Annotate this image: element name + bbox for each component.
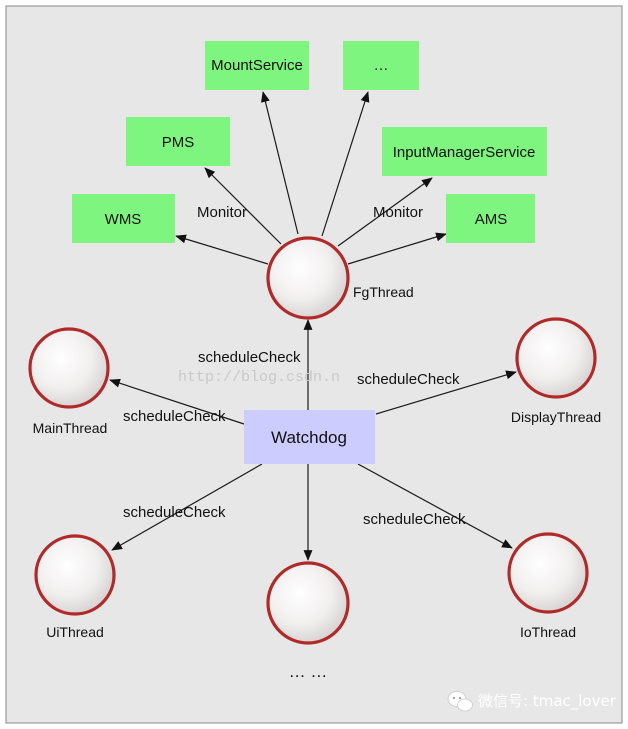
displaythread-label: DisplayThread: [511, 409, 601, 425]
wechat-icon: [447, 691, 473, 712]
schedule-edges: [109, 319, 517, 561]
more-services-box: [343, 41, 419, 90]
mainthread-node: [28, 327, 110, 409]
edge-wd-ui: [111, 463, 263, 551]
wms-label: WMS: [105, 211, 142, 228]
fgthread-node: [266, 236, 350, 320]
more-services-label: …: [374, 57, 389, 74]
wechat-badge: 微信号: tmac_lover: [447, 691, 617, 712]
service-boxes: MountService … PMS InputManagerService W…: [72, 41, 547, 243]
edge-wd-display: [375, 370, 517, 415]
iothread-node: [507, 532, 589, 614]
schedulecheck-ui-label: scheduleCheck: [123, 504, 226, 521]
uithread-node: [34, 534, 116, 616]
pms-label: PMS: [162, 134, 195, 151]
schedulecheck-main-label: scheduleCheck: [123, 408, 226, 425]
wms-box: [72, 194, 175, 243]
edge-fg-mount: [260, 91, 299, 235]
blog-watermark: http://blog.csdn.n: [178, 369, 340, 386]
watchdog-label: Watchdog: [271, 428, 347, 447]
edge-fg-pms: [204, 167, 282, 245]
more-threads-label: … …: [289, 662, 328, 681]
schedulecheck-display-label: scheduleCheck: [357, 371, 460, 388]
uithread-label: UiThread: [46, 624, 104, 640]
mainthread-label: MainThread: [33, 420, 108, 436]
monitor-left-label: Monitor: [197, 204, 247, 221]
iothread-label: IoThread: [520, 624, 576, 640]
thread-nodes: [28, 236, 597, 645]
displaythread-node: [515, 317, 597, 399]
edge-fg-ams: [347, 232, 447, 265]
edge-fg-more: [321, 91, 370, 237]
fgthread-label: FgThread: [353, 284, 414, 300]
inputmanagerservice-box: [382, 127, 547, 176]
mountservice-label: MountService: [211, 57, 303, 74]
edge-fg-wms: [175, 234, 269, 265]
monitor-edges: [175, 91, 447, 265]
schedulecheck-io-label: scheduleCheck: [363, 511, 466, 528]
edge-wd-main: [109, 378, 245, 425]
monitor-right-label: Monitor: [373, 204, 423, 221]
wechat-account-label: 微信号: tmac_lover: [478, 692, 617, 711]
more-threads-node: [266, 561, 350, 645]
edge-wd-io: [357, 463, 513, 549]
edge-fg-input: [337, 177, 433, 247]
schedulecheck-fg-label: scheduleCheck: [198, 349, 301, 366]
mountservice-box: [205, 41, 309, 90]
ams-box: [446, 194, 535, 243]
watchdog-box: [244, 410, 375, 464]
pms-box: [126, 117, 230, 166]
ams-label: AMS: [475, 211, 508, 228]
inputmanagerservice-label: InputManagerService: [393, 144, 536, 161]
